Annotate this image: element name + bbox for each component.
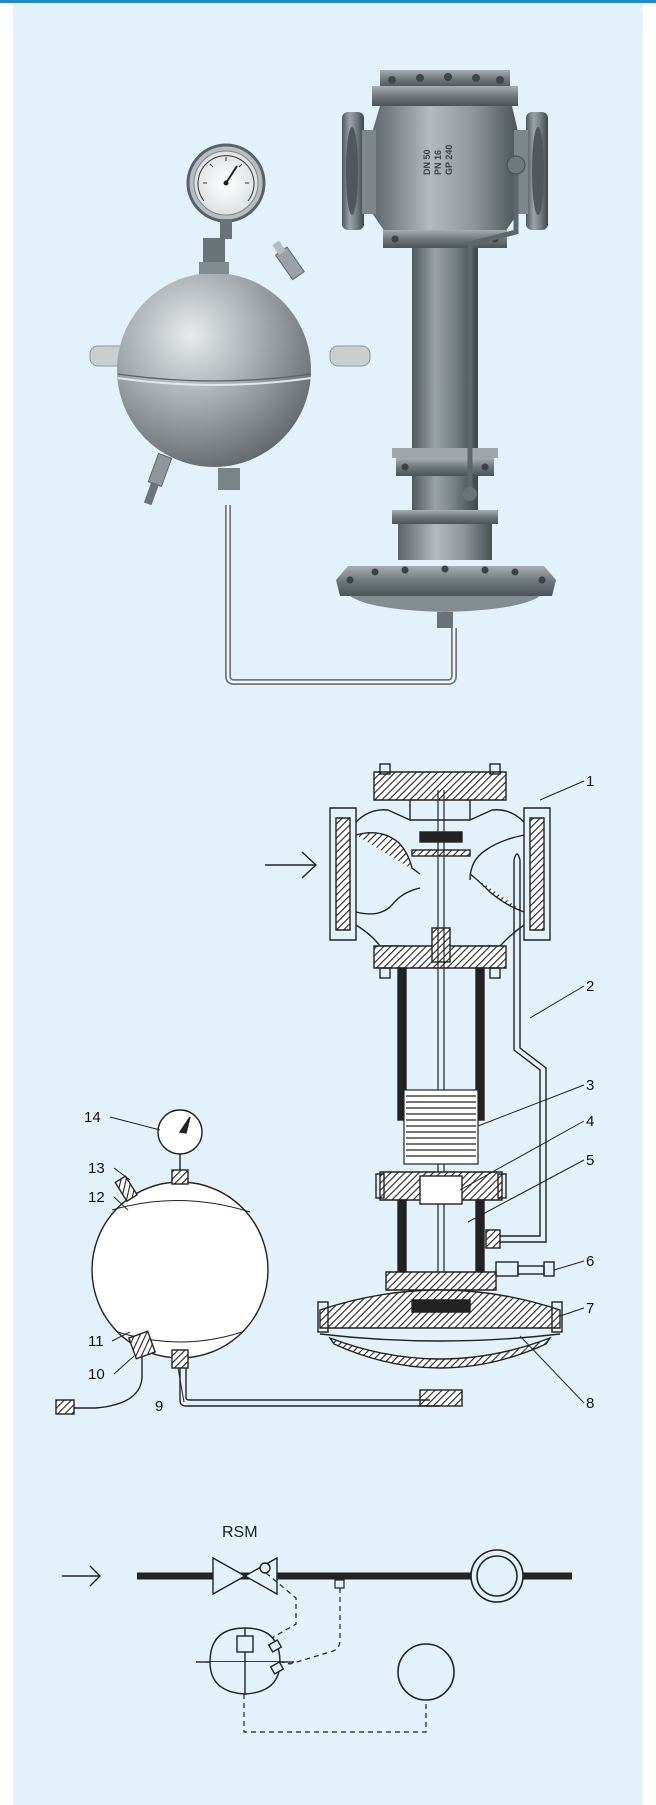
- part-number-8: 8: [586, 1395, 594, 1412]
- drawing-drain-line: [72, 1356, 143, 1409]
- schematic-tank: [397, 1643, 455, 1701]
- part-number-10: 10: [88, 1366, 105, 1383]
- photo-pressure-regulator: DN 50 PN 16 GP 240: [336, 70, 556, 628]
- schematic-actuator: [196, 1627, 294, 1695]
- schematic-meter: [470, 1549, 524, 1603]
- part-number-labels: 1 2 3 4 5 6 7 8 9 10 11 12 13 14: [84, 773, 594, 1415]
- drawing-sensing-line: [179, 1368, 440, 1407]
- sectional-drawing: [55, 763, 563, 1415]
- casting-mark-3: GP 240: [444, 145, 454, 175]
- part-number-6: 6: [586, 1253, 594, 1270]
- part-number-9: 9: [155, 1398, 163, 1415]
- schematic-rsm-valve: [212, 1556, 278, 1596]
- piping-schematic: RSM: [62, 1524, 572, 1733]
- drawing-diaphragm-actuator: [317, 1289, 563, 1407]
- photo-expansion-tank: [89, 238, 371, 506]
- drawing-impulse-tube: [485, 853, 547, 1249]
- part-number-3: 3: [586, 1077, 594, 1094]
- part-number-4: 4: [586, 1113, 594, 1130]
- casting-mark-1: DN 50: [422, 149, 432, 175]
- drawing-column: [375, 967, 507, 1291]
- drawing-pressure-gauge: [157, 1109, 203, 1170]
- drawing-expansion-tank: [91, 1169, 269, 1369]
- part-number-7: 7: [586, 1300, 594, 1317]
- rsm-label: RSM: [222, 1524, 258, 1541]
- casting-mark-2: PN 16: [433, 150, 443, 175]
- part-number-14: 14: [84, 1109, 101, 1126]
- drawing-vent-fitting: [495, 1261, 555, 1277]
- part-number-1: 1: [586, 773, 594, 790]
- part-callouts: [109, 780, 585, 1404]
- top-accent-bar: [0, 0, 656, 3]
- photo-pressure-gauge: [186, 143, 266, 239]
- schematic-flow-arrow: [62, 1565, 101, 1587]
- drawing-valve-body: [329, 763, 551, 979]
- flow-direction-arrow: [265, 851, 318, 879]
- drawing-bellows: [403, 1089, 479, 1165]
- part-number-12: 12: [88, 1189, 105, 1206]
- part-number-13: 13: [88, 1160, 105, 1177]
- photo-regulator-assembly: DN 50 PN 16 GP 240: [89, 70, 556, 685]
- part-number-5: 5: [586, 1152, 594, 1169]
- part-number-11: 11: [88, 1333, 104, 1350]
- part-number-2: 2: [586, 978, 594, 995]
